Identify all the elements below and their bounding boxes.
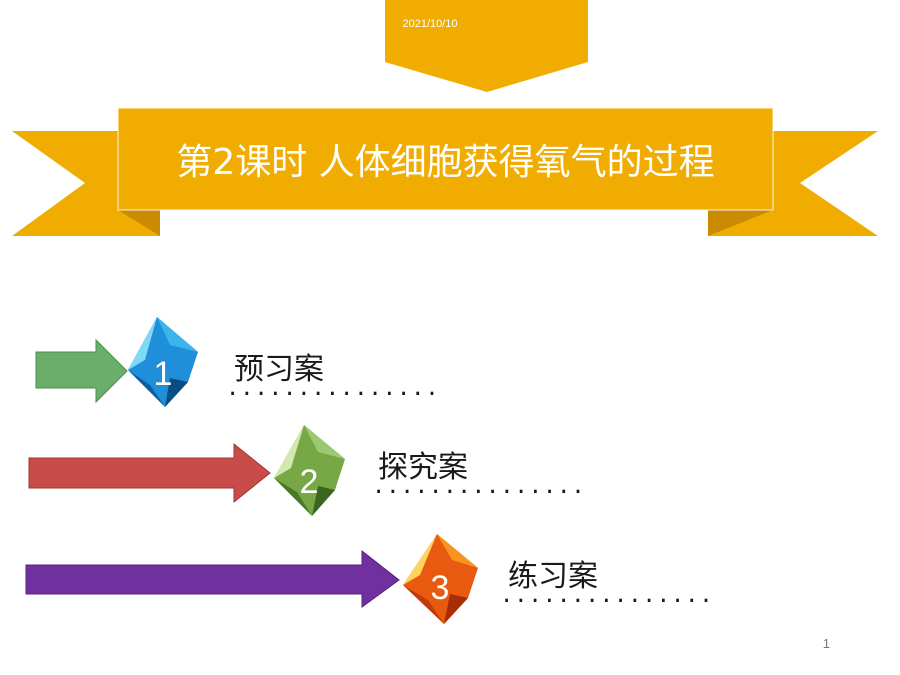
gem-1 (128, 317, 198, 407)
item-1-dots: ............... (226, 376, 440, 401)
arrow-2 (28, 442, 271, 504)
item-3-number: 3 (430, 569, 450, 607)
gem-2 (274, 425, 345, 516)
item-1-label[interactable]: 预习案 (234, 352, 324, 387)
slide-date: 2021/10/10 (402, 18, 458, 30)
ribbon-right-fold (708, 210, 773, 236)
item-3-label[interactable]: 练习案 (508, 559, 598, 594)
page-number: 1 (822, 636, 830, 651)
arrow-1 (35, 338, 128, 404)
ribbon-main (118, 108, 773, 210)
gem-3 (403, 534, 478, 624)
item-3-dots: ............... (500, 583, 714, 608)
ribbon-left-fold (118, 210, 160, 236)
item-1-number: 1 (153, 355, 173, 393)
date-tab (385, 0, 588, 92)
slide-title: 第2课时 人体细胞获得氧气的过程 (176, 142, 715, 183)
item-2-label[interactable]: 探究案 (378, 450, 468, 485)
arrow-3 (25, 549, 400, 608)
item-2-dots: ............... (372, 474, 586, 499)
item-2-number: 2 (299, 463, 319, 501)
